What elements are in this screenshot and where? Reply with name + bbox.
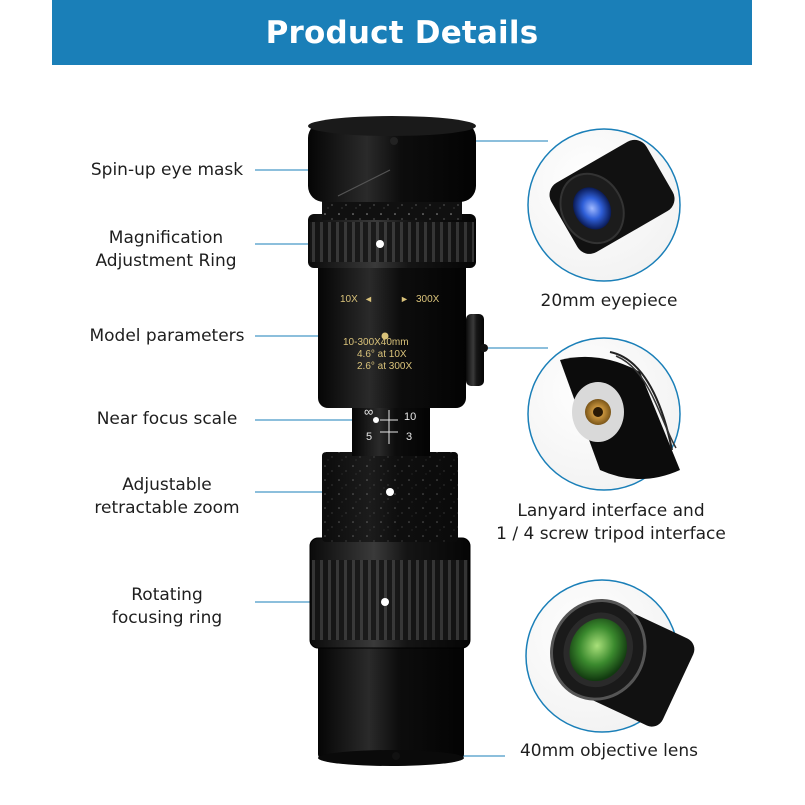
print-spec-2: 4.6° at 10X: [357, 349, 407, 360]
header-banner: Product Details: [52, 0, 752, 65]
label-eyepiece: 20mm eyepiece: [541, 290, 678, 313]
dot-eyepiece: [390, 137, 398, 145]
tripod-knob: [466, 314, 484, 386]
callout-dots: [373, 137, 488, 760]
body-print: 10X ◄ ► 300X 10-300X40mm 4.6° at 10X 2.6…: [340, 294, 440, 372]
label-eyepiece-text: 20mm eyepiece: [540, 291, 678, 311]
label-zoom: Adjustable retractable zoom: [94, 474, 239, 520]
label-magnification-line1: Magnification: [108, 228, 224, 248]
label-focusing-line1: Rotating: [131, 585, 203, 605]
label-near-focus: Near focus scale: [97, 408, 238, 431]
scale-10: 10: [404, 411, 416, 423]
dot-zoom: [386, 488, 394, 496]
label-objective-text: 40mm objective lens: [519, 741, 699, 761]
label-lanyard-line1: Lanyard interface and: [517, 501, 705, 521]
print-spec-1: 10-300X40mm: [343, 337, 409, 348]
label-model-params-text: Model parameters: [89, 326, 245, 346]
label-focusing-line2: focusing ring: [111, 608, 223, 628]
dot-objective: [392, 752, 400, 760]
dot-focusing: [381, 598, 389, 606]
print-arrow-right: ►: [400, 294, 409, 304]
near-focus-scale: ∞ 10 5 3: [364, 404, 416, 444]
near-focus-tube: [352, 400, 430, 456]
bubble-objective: [525, 579, 695, 733]
scale-inf: ∞: [364, 404, 373, 419]
scale-3: 3: [406, 431, 412, 443]
print-arrow-left: ◄: [364, 294, 373, 304]
monocular: [308, 116, 484, 766]
label-model-params: Model parameters: [89, 325, 244, 348]
label-zoom-line1: Adjustable: [122, 475, 212, 495]
label-near-focus-text: Near focus scale: [96, 409, 238, 429]
label-eye-mask-text: Spin-up eye mask: [90, 160, 244, 180]
dot-model: [381, 332, 389, 340]
objective-barrel: [318, 640, 464, 760]
label-focusing-ring: Rotating focusing ring: [112, 584, 222, 630]
label-objective: 40mm objective lens: [520, 740, 698, 763]
print-mag-high: 300X: [416, 294, 440, 305]
label-lanyard-line2: 1 / 4 screw tripod interface: [496, 524, 726, 544]
main-body: [318, 258, 466, 408]
label-eye-mask: Spin-up eye mask: [91, 159, 243, 182]
page-title: Product Details: [265, 14, 539, 51]
dot-near-focus: [373, 417, 379, 423]
label-magnification-line2: Adjustment Ring: [95, 251, 237, 271]
label-lanyard: Lanyard interface and 1 / 4 screw tripod…: [496, 500, 726, 546]
print-spec-3: 2.6° at 300X: [357, 361, 412, 372]
dot-knob: [480, 344, 488, 352]
scale-5: 5: [366, 431, 372, 443]
label-zoom-line2: retractable zoom: [94, 498, 240, 518]
eye-mask: [308, 122, 476, 202]
bubble-tripod: [527, 337, 681, 491]
bubble-eyepiece: [527, 128, 681, 282]
print-mag-low: 10X: [340, 294, 358, 305]
dot-magnification: [376, 240, 384, 248]
label-magnification: Magnification Adjustment Ring: [95, 227, 236, 273]
